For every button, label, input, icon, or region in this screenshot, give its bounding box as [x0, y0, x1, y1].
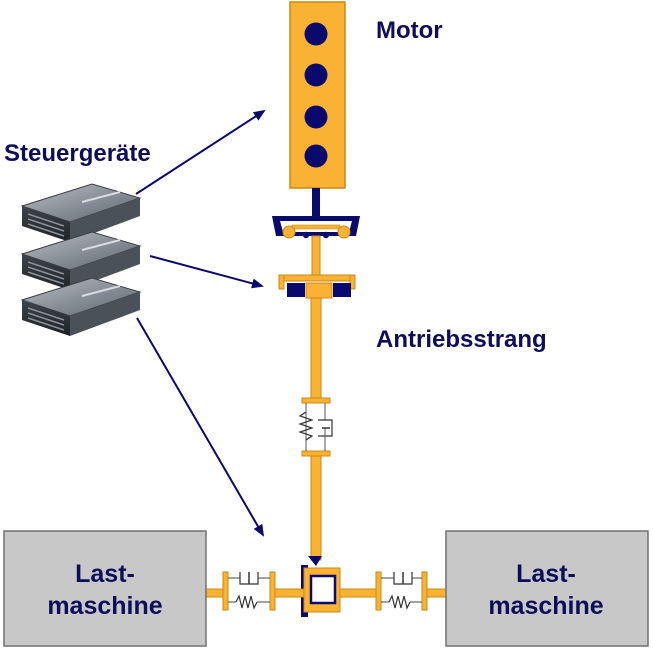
cylinder-3 [304, 105, 328, 129]
gearbox [278, 274, 356, 299]
left-coupling-spring-damper [222, 571, 276, 611]
cylinder-2 [304, 63, 328, 87]
load-machine-left: Last- maschine [3, 530, 207, 647]
load-machine-left-line1: Last- [75, 560, 135, 588]
label-controllers: Steuergeräte [4, 140, 151, 167]
arrow-to-load-machine [136, 317, 265, 537]
flywheel-clutch [272, 216, 360, 277]
ecu-unit-3 [21, 277, 141, 337]
drive-shaft-lower [310, 455, 322, 561]
differential [301, 556, 341, 617]
label-motor: Motor [376, 17, 443, 44]
drive-shaft-upper [310, 297, 322, 399]
motor-block [289, 1, 346, 189]
right-coupling-spring-damper [375, 571, 428, 611]
cylinder-4 [304, 144, 328, 168]
load-machine-left-line2: maschine [47, 592, 162, 620]
half-shaft-right-inner [339, 588, 377, 598]
arrow-to-gearbox [149, 255, 264, 289]
label-drivetrain: Antriebsstrang [376, 326, 547, 353]
ecu-unit-1 [21, 183, 141, 243]
arrow-to-motor [135, 109, 266, 195]
load-machine-right-line2: maschine [488, 592, 603, 620]
cylinder-1 [304, 22, 328, 46]
crankshaft-stub [312, 188, 320, 216]
load-machine-right-line1: Last- [516, 560, 576, 588]
shaft-spring-damper [298, 397, 333, 457]
load-machine-right: Last- maschine [445, 530, 649, 647]
ecu-stack [21, 183, 141, 337]
